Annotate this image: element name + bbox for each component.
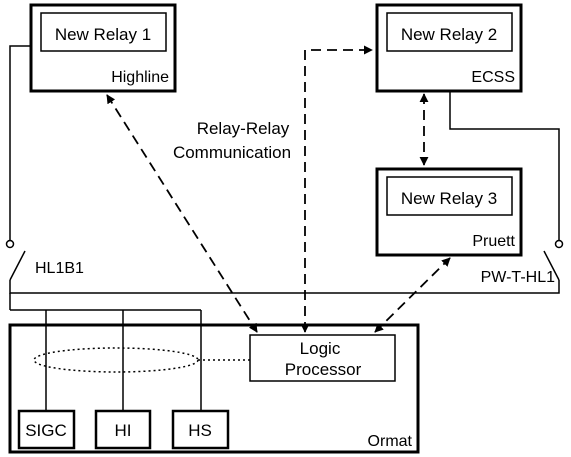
breaker-right-circuit <box>449 91 564 281</box>
breaker-left-label: HL1B1 <box>35 260 84 277</box>
unit-hi-label: HI <box>115 421 132 440</box>
relay-2-title: New Relay 2 <box>401 25 497 44</box>
relay-3-location: Pruett <box>472 233 515 250</box>
unit-hi-box[interactable]: HI <box>94 409 152 450</box>
relay-3-box[interactable]: New Relay 3 Pruett <box>375 167 523 257</box>
comm-label-line2: Communication <box>173 143 291 162</box>
breaker-right-label: PW-T-HL1 <box>481 269 555 286</box>
relay-2-box[interactable]: New Relay 2 ECSS <box>375 3 523 93</box>
comm-arrow-relay1-processor <box>106 94 258 333</box>
processor-label-line1: Logic <box>300 339 341 358</box>
unit-sigc-label: SIGC <box>25 421 67 440</box>
unit-hs-label: HS <box>188 421 212 440</box>
relay-3-title: New Relay 3 <box>401 189 497 208</box>
relay-2-location: ECSS <box>471 69 515 86</box>
comm-label-line1: Relay-Relay <box>197 119 290 138</box>
relay-1-title: New Relay 1 <box>55 25 151 44</box>
logic-processor-box[interactable]: Logic Processor <box>249 334 396 382</box>
processor-label-line2: Processor <box>285 360 362 379</box>
relay-1-box[interactable]: New Relay 1 Highline <box>29 3 177 93</box>
comm-arrow-relay3-processor <box>374 257 451 333</box>
ormat-label: Ormat <box>368 433 413 450</box>
comm-arrow-processor-relay2 <box>300 45 373 333</box>
unit-sigc-box[interactable]: SIGC <box>17 409 76 450</box>
relay-1-location: Highline <box>111 69 169 86</box>
unit-hs-box[interactable]: HS <box>171 409 230 450</box>
breaker-left-circuit <box>5 45 560 311</box>
